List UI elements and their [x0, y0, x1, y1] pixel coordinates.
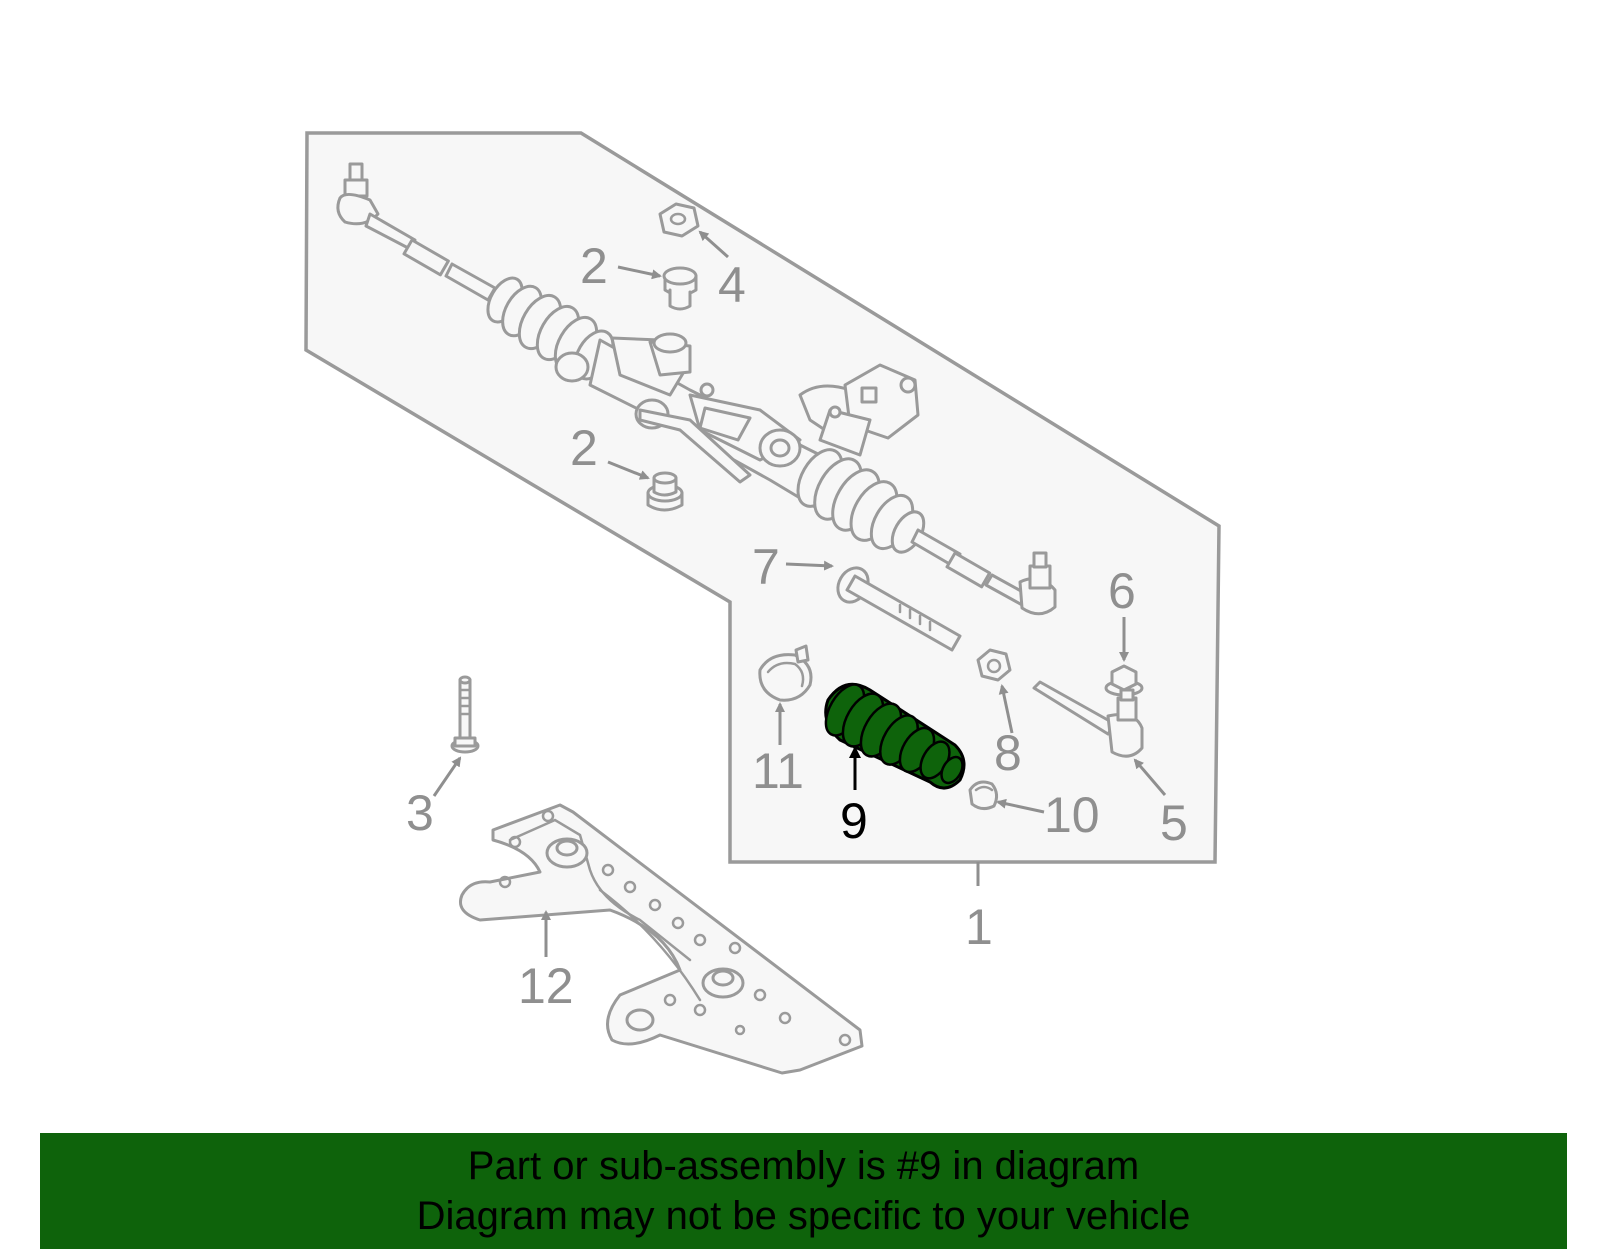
callout-12: 12: [518, 958, 574, 1014]
part-2-bushing-upper: [662, 266, 698, 311]
callout-1: 1: [965, 899, 993, 955]
part-12-subframe: [459, 803, 864, 1075]
part-10-clamp: [968, 780, 999, 811]
callout-2-upper: 2: [580, 238, 608, 294]
part-8-nut: [976, 648, 1012, 682]
banner-line-2: Diagram may not be specific to your vehi…: [416, 1194, 1191, 1238]
part-2-bushing-lower: [646, 471, 684, 512]
banner-line-1: Part or sub-assembly is #9 in diagram: [467, 1144, 1140, 1188]
callout-4: 4: [718, 257, 746, 313]
callout-6: 6: [1108, 563, 1136, 619]
callout-11: 11: [752, 743, 804, 799]
callout-7: 7: [752, 539, 780, 595]
callout-9: 9: [840, 793, 868, 849]
leader-lines: [432, 230, 1167, 957]
steering-rack: [336, 162, 1057, 616]
callout-2-lower: 2: [570, 420, 598, 476]
info-banner: Part or sub-assembly is #9 in diagram Di…: [40, 1133, 1567, 1249]
part-3-bolt: [450, 675, 480, 754]
part-6-flange-nut: [1104, 664, 1144, 697]
callout-5: 5: [1160, 795, 1188, 851]
callout-8: 8: [994, 725, 1022, 781]
part-5-tie-rod-end: [1032, 680, 1144, 758]
part-7-inner-tie-rod: [836, 566, 962, 652]
part-11-clamp: [758, 644, 813, 702]
part-4-nut: [658, 202, 700, 238]
part-9-bellows: [824, 682, 966, 790]
callout-10: 10: [1044, 787, 1100, 843]
callout-3: 3: [406, 785, 434, 841]
